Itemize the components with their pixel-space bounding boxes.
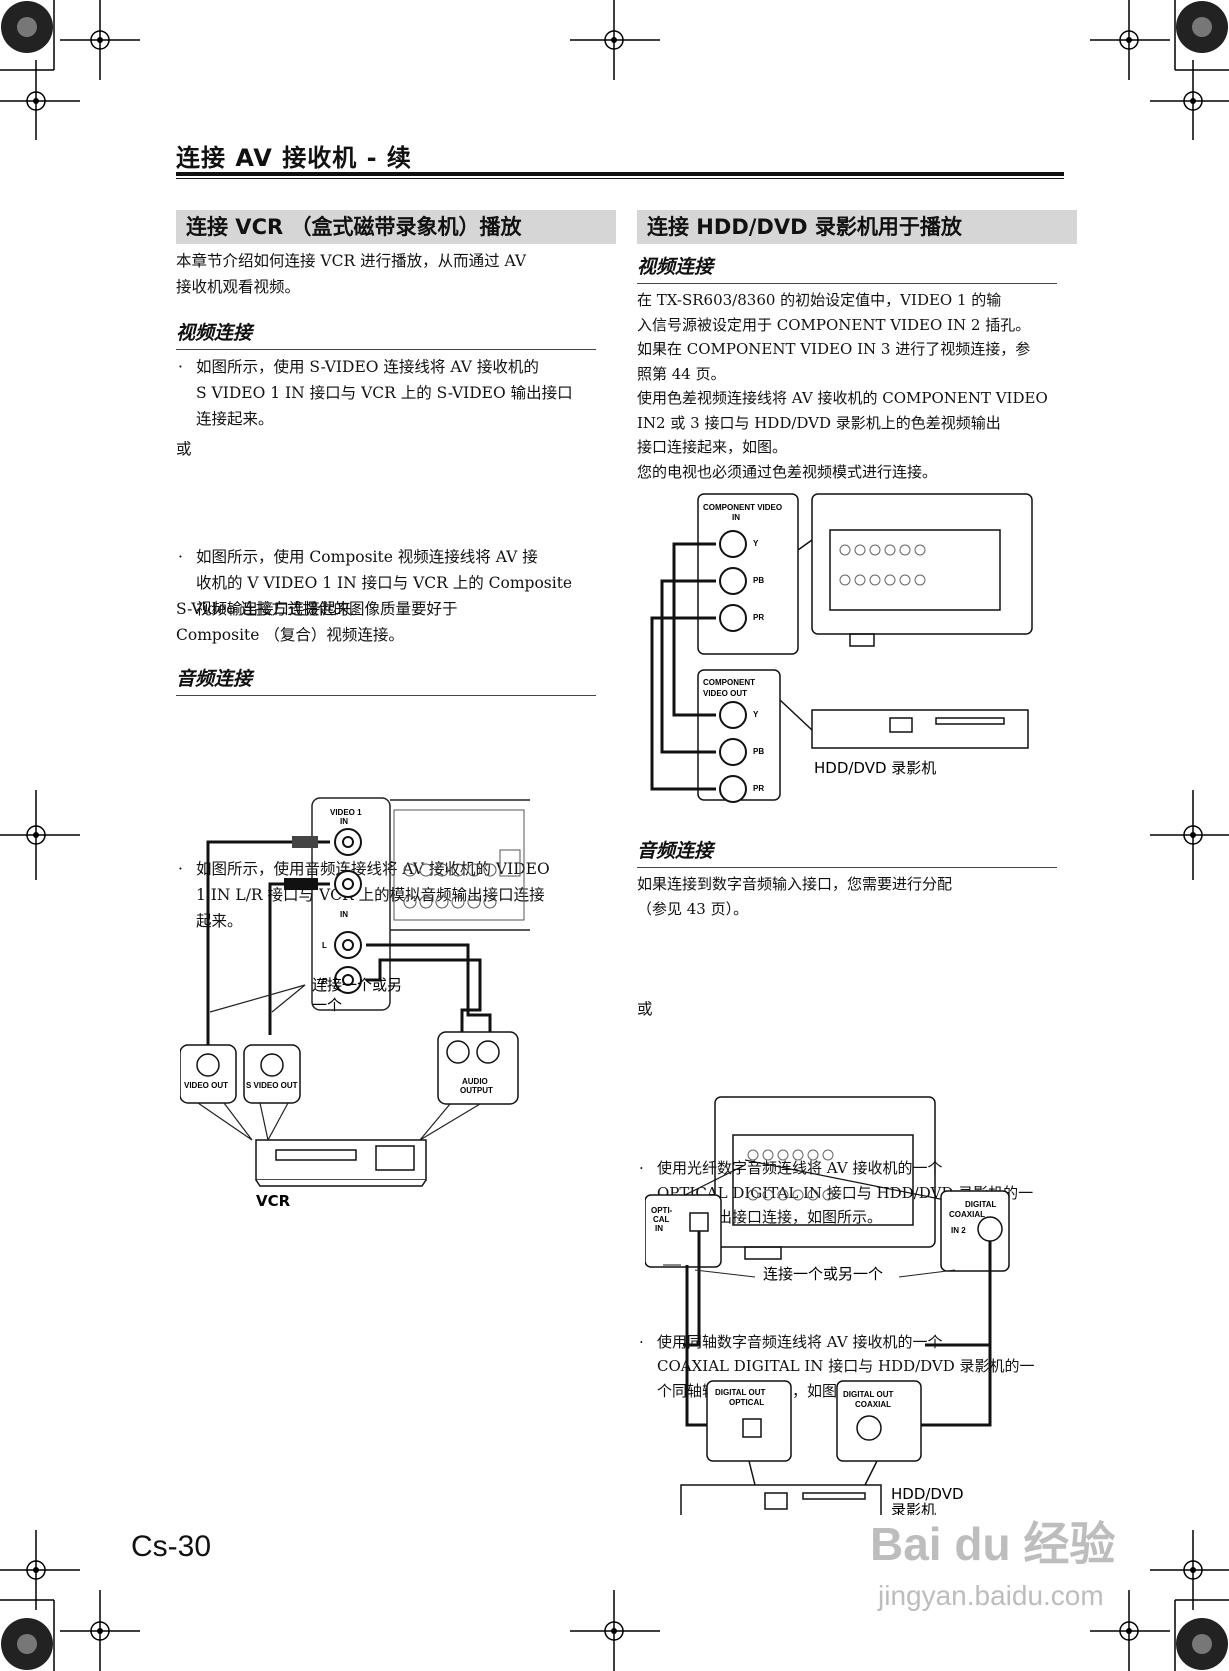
label-video1-in: IN (340, 817, 348, 826)
label-audio-output-1: AUDIO (462, 1077, 488, 1086)
label-r: R (322, 977, 328, 986)
hdd-audio-intro: 如果连接到数字音频输入接口，您需要进行分配（参见 43 页）。 (637, 875, 953, 918)
label-in: IN (340, 910, 348, 919)
label-l: L (322, 941, 327, 950)
section-title-vcr: 连接 VCR （盒式磁带录象机）播放 (176, 210, 616, 244)
label-comp-in-1: COMPONENT VIDEO (703, 503, 782, 512)
header-rule-thin (176, 178, 1064, 179)
vcr-device (255, 1139, 427, 1187)
receiver-panel-jacks (393, 809, 525, 921)
vcr-connection-diagram: VIDEO 1 IN IN L R 连接一个或另 一个 VIDEO OUT S … (180, 797, 530, 1210)
label-comp-in-2: IN (732, 513, 740, 522)
recorder-label: HDD/DVD 录影机 (814, 759, 936, 777)
section-title-hdd-dvd: 连接 HDD/DVD 录影机用于播放 (637, 210, 1077, 244)
label-audio-output-2: OUTPUT (460, 1086, 493, 1095)
label-dout-coaxial-1: DIGITAL OUT (843, 1390, 893, 1399)
connect-one-label-2: 一个 (312, 996, 342, 1014)
hdd-video-text: 在 TX-SR603/8360 的初始设定值中，VIDEO 1 的输入信号源被设… (637, 291, 1048, 481)
label-pb-out: PB (753, 747, 764, 756)
watermark-logo: Bai du 经验 (870, 1518, 1116, 1570)
label-dout-coaxial-2: COAXIAL (855, 1400, 891, 1409)
label-video1: VIDEO 1 (330, 808, 362, 817)
label-s-video-out: S VIDEO OUT (246, 1081, 298, 1090)
label-y-in: Y (753, 539, 759, 548)
connect-one-or-other: 连接一个或另一个 (763, 1265, 883, 1283)
watermark-url: jingyan.baidu.com (878, 1580, 1104, 1611)
vcr-video-heading: 视频连接 (176, 318, 596, 350)
component-video-diagram: COMPONENT VIDEO IN COMPONENT VIDEO OUT Y… (650, 493, 1033, 803)
recorder-label-2a: HDD/DVD (891, 1485, 964, 1503)
label-digital: DIGITAL (965, 1200, 997, 1209)
vcr-label: VCR (256, 1192, 291, 1210)
recorder-label-2b: 录影机 (891, 1501, 936, 1515)
vcr-or: 或 (176, 440, 192, 458)
label-coaxial: COAXIAL (949, 1210, 985, 1219)
label-y-out: Y (753, 710, 759, 719)
label-optical-in-1: OPTI- (651, 1206, 673, 1215)
page-number: Cs-30 (131, 1530, 212, 1563)
hdd-dvd-recorder-device-2 (680, 1460, 882, 1515)
digital-audio-diagram: OPTI- CAL IN DIGITAL COAXIAL IN 2 连接一个或另… (645, 1096, 1010, 1515)
label-comp-out-1: COMPONENT (703, 678, 755, 687)
label-optical-in-2: CAL (653, 1215, 670, 1224)
hdd-dvd-recorder-device (779, 699, 1029, 749)
connect-one-label-1: 连接一个或另 (312, 976, 402, 994)
hdd-audio-heading: 音频连接 (637, 836, 1057, 868)
vcr-audio-heading: 音频连接 (176, 664, 596, 696)
label-pr-out: PR (753, 784, 764, 793)
header-rule (176, 172, 1064, 176)
label-dout-optical-2: OPTICAL (729, 1398, 764, 1407)
page-title: 连接 AV 接收机 - 续 (176, 144, 412, 172)
label-optical-in-3: IN (655, 1224, 663, 1233)
hdd-or: 或 (637, 1000, 653, 1018)
label-dout-optical-1: DIGITAL OUT (715, 1388, 765, 1397)
hdd-video-heading: 视频连接 (637, 252, 1057, 284)
label-in2: IN 2 (951, 1226, 966, 1235)
label-comp-out-2: VIDEO OUT (703, 689, 747, 698)
label-pr-in: PR (753, 613, 764, 622)
vcr-video-bullet-2: 如图所示，使用 Composite 视频连接线将 AV 接收机的 V VIDEO… (176, 544, 606, 622)
label-video-out: VIDEO OUT (184, 1081, 228, 1090)
label-pb-in: PB (753, 576, 764, 585)
